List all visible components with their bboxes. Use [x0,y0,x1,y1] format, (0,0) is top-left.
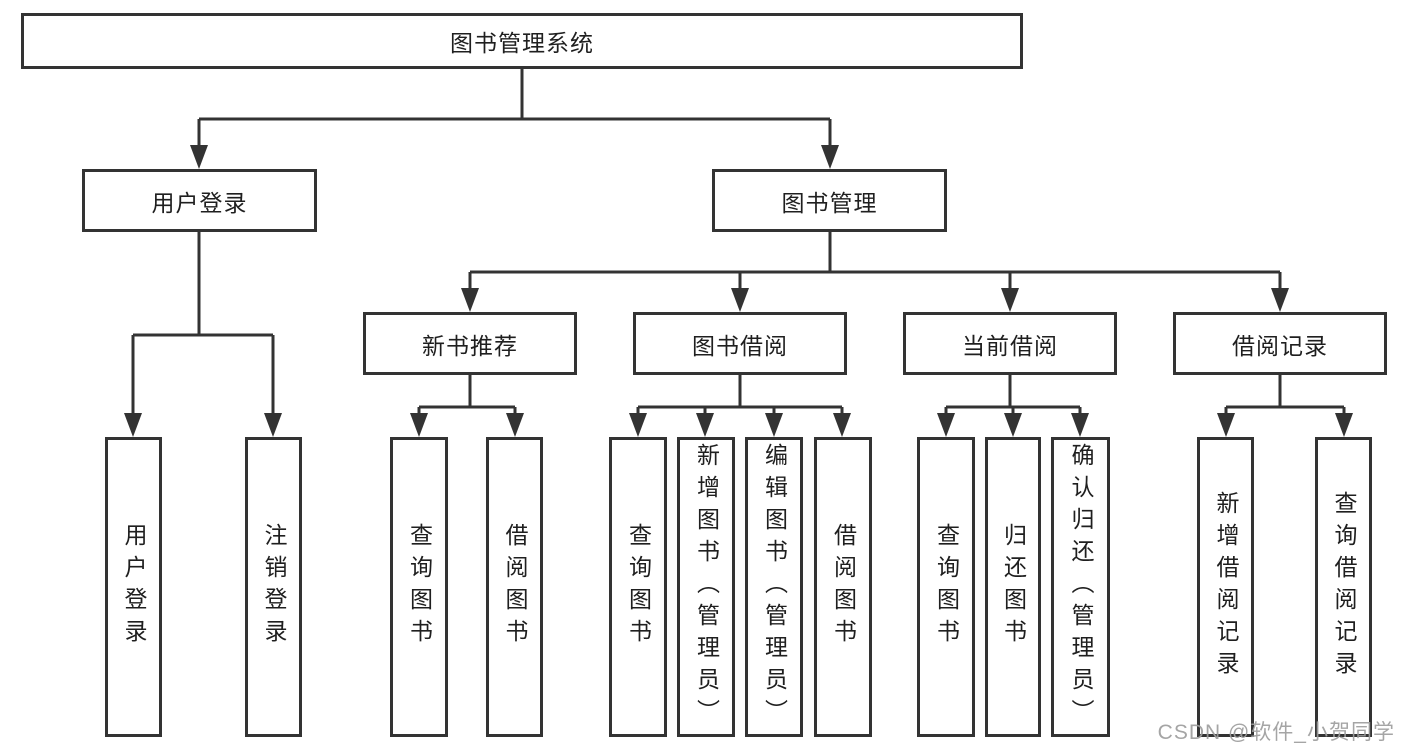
arrow-down-icon [506,413,524,437]
arrow-down-icon [833,413,851,437]
node-new-book-recommend: 新书推荐 [363,312,577,375]
node-book-borrowing: 图书借阅 [633,312,847,375]
arrow-down-icon [937,413,955,437]
leaf-cb-query-books-label: 查询图书 [933,523,960,651]
node-borrowing-records-label: 借阅记录 [1232,332,1328,359]
csdn-watermark: CSDN @软件_小贺同学 [1157,721,1395,744]
arrow-down-icon [1001,288,1019,312]
arrow-down-icon [1335,413,1353,437]
arrow-down-icon [461,288,479,312]
node-book-borrowing-label: 图书借阅 [692,332,788,359]
leaf-cb-confirm-return-admin: 确认归还（管理员） [1051,437,1110,737]
arrow-down-icon [1004,413,1022,437]
arrow-down-icon [696,413,714,437]
leaf-nb-query-books: 查询图书 [390,437,448,737]
leaf-bb-borrow-books: 借阅图书 [814,437,872,737]
node-book-management-label: 图书管理 [781,189,878,216]
arrow-down-icon [629,413,647,437]
node-new-book-recommend-label: 新书推荐 [422,332,518,359]
arrow-down-icon [264,413,282,437]
leaf-nb-query-books-label: 查询图书 [406,523,433,651]
leaf-cb-query-books: 查询图书 [917,437,975,737]
node-root-label: 图书管理系统 [450,30,594,56]
leaf-bb-add-book-admin-label: 新增图书（管理员） [693,443,720,731]
node-user-login-label: 用户登录 [151,189,248,216]
leaf-cb-return-books-label: 归还图书 [1000,523,1027,651]
leaf-br-add-record-label: 新增借阅记录 [1213,491,1239,683]
leaf-bb-edit-book-admin: 编辑图书（管理员） [745,437,803,737]
connector-path [131,69,1346,418]
leaf-br-query-record-label: 查询借阅记录 [1331,491,1357,683]
leaf-user-login-label: 用户登录 [121,523,147,651]
leaf-br-add-record: 新增借阅记录 [1197,437,1254,737]
arrow-down-icon [765,413,783,437]
arrow-down-icon [410,413,428,437]
leaf-user-login: 用户登录 [105,437,162,737]
leaf-bb-add-book-admin: 新增图书（管理员） [677,437,735,737]
arrow-down-icon [1217,413,1235,437]
arrowheads [124,145,1353,437]
leaf-bb-edit-book-admin-label: 编辑图书（管理员） [761,443,788,731]
arrow-down-icon [190,145,208,169]
node-root: 图书管理系统 [21,13,1023,69]
node-current-borrowing: 当前借阅 [903,312,1117,375]
leaf-logout-label: 注销登录 [261,523,287,651]
leaf-logout: 注销登录 [245,437,302,737]
arrow-down-icon [1271,288,1289,312]
leaf-bb-query-books: 查询图书 [609,437,667,737]
leaf-bb-borrow-books-label: 借阅图书 [830,523,857,651]
arrow-down-icon [731,288,749,312]
leaf-br-query-record: 查询借阅记录 [1315,437,1372,737]
node-current-borrowing-label: 当前借阅 [962,332,1058,359]
leaf-bb-query-books-label: 查询图书 [625,523,652,651]
arrow-down-icon [1071,413,1089,437]
node-borrowing-records: 借阅记录 [1173,312,1387,375]
arrow-down-icon [124,413,142,437]
leaf-nb-borrow-books-label: 借阅图书 [502,523,528,651]
node-user-login: 用户登录 [82,169,317,232]
leaf-nb-borrow-books: 借阅图书 [486,437,543,737]
node-book-management: 图书管理 [712,169,947,232]
arrow-down-icon [821,145,839,169]
leaf-cb-confirm-return-admin-label: 确认归还（管理员） [1068,443,1094,731]
leaf-cb-return-books: 归还图书 [985,437,1041,737]
